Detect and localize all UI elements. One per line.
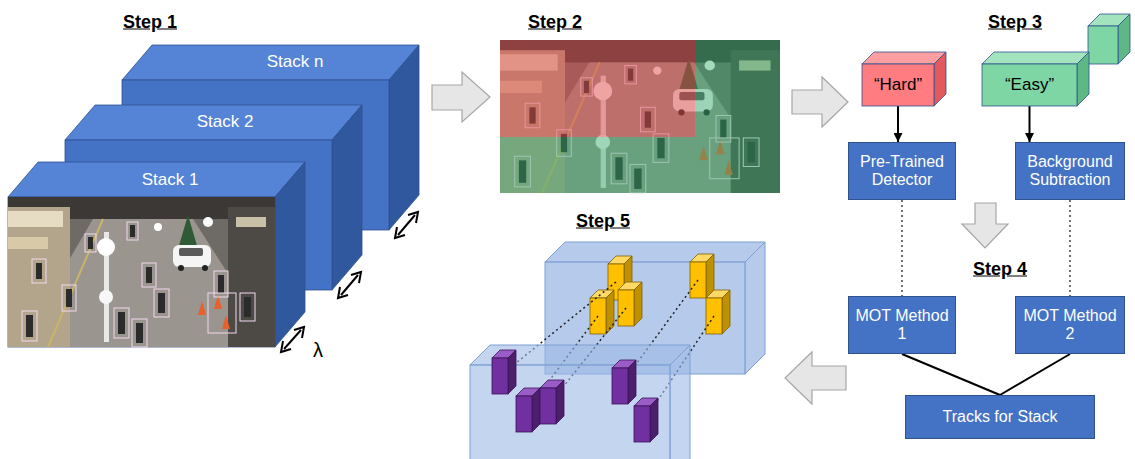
- front-face: [1088, 26, 1118, 64]
- front-face: [862, 64, 934, 106]
- interval-symbol: λ: [313, 339, 323, 362]
- side-face: [1077, 52, 1089, 106]
- hard-region-box: “Hard”: [862, 52, 946, 106]
- box-label: Stack 1: [142, 171, 199, 190]
- front-face: [982, 64, 1077, 106]
- box-label: “Hard”: [874, 76, 922, 95]
- box-label: “Easy”: [1005, 76, 1054, 95]
- top-face: [8, 162, 305, 197]
- box-text: Stack 1: [142, 171, 199, 190]
- process-box: MOT Method 1: [848, 296, 956, 354]
- flow-arrow: [902, 354, 1000, 395]
- interval-symbol: λ: [313, 339, 323, 362]
- step-label: Step 2: [528, 12, 582, 33]
- box-text: Pre-Trained Detector: [855, 153, 949, 190]
- side-face: [332, 105, 362, 290]
- step-label: Step 3: [988, 12, 1042, 33]
- step-label: Step 4: [973, 259, 1027, 280]
- box-shape: [8, 162, 305, 347]
- dotted-link: [1069, 200, 1071, 296]
- flow-arrow: [1029, 106, 1031, 142]
- top-face: [982, 52, 1089, 64]
- box-label: Stack n: [267, 53, 324, 72]
- top-face: [122, 45, 419, 80]
- flow-arrow: [1000, 354, 1070, 395]
- process-box: Pre-Trained Detector: [848, 142, 956, 200]
- side-face: [275, 162, 305, 347]
- step-label: Step 5: [576, 211, 630, 232]
- box-text: MOT Method 2: [1022, 307, 1118, 344]
- step-label: Step 1: [123, 12, 177, 33]
- side-face: [934, 52, 946, 106]
- segmented-frame: [500, 40, 780, 193]
- process-box: Tracks for Stack: [905, 395, 1095, 439]
- step-label: Step 5: [576, 211, 630, 232]
- process-box: Background Subtraction: [1015, 142, 1125, 200]
- step-label: Step 3: [988, 12, 1042, 33]
- flow-arrow: [897, 106, 899, 142]
- track-association: [470, 242, 765, 459]
- box-text: Stack 2: [197, 113, 254, 132]
- dotted-link: [901, 200, 903, 296]
- box-text: Tracks for Stack: [943, 408, 1058, 426]
- step-label: Step 2: [528, 12, 582, 33]
- box-label: Stack 2: [197, 113, 254, 132]
- side-face: [389, 45, 419, 230]
- step-label: Step 1: [123, 12, 177, 33]
- process-box: MOT Method 2: [1015, 296, 1125, 354]
- box-text: Background Subtraction: [1022, 153, 1118, 190]
- front-face: [8, 197, 275, 347]
- box-text: “Hard”: [874, 76, 922, 95]
- box-text: MOT Method 1: [855, 307, 949, 344]
- step-label: Step 4: [973, 259, 1027, 280]
- box-text: Stack n: [267, 53, 324, 72]
- stack-box: Stack 1: [8, 162, 305, 347]
- box-text: “Easy”: [1005, 76, 1054, 95]
- top-face: [862, 52, 946, 64]
- top-face: [65, 105, 362, 140]
- video-frame: [8, 197, 275, 347]
- side-face: [1118, 14, 1130, 64]
